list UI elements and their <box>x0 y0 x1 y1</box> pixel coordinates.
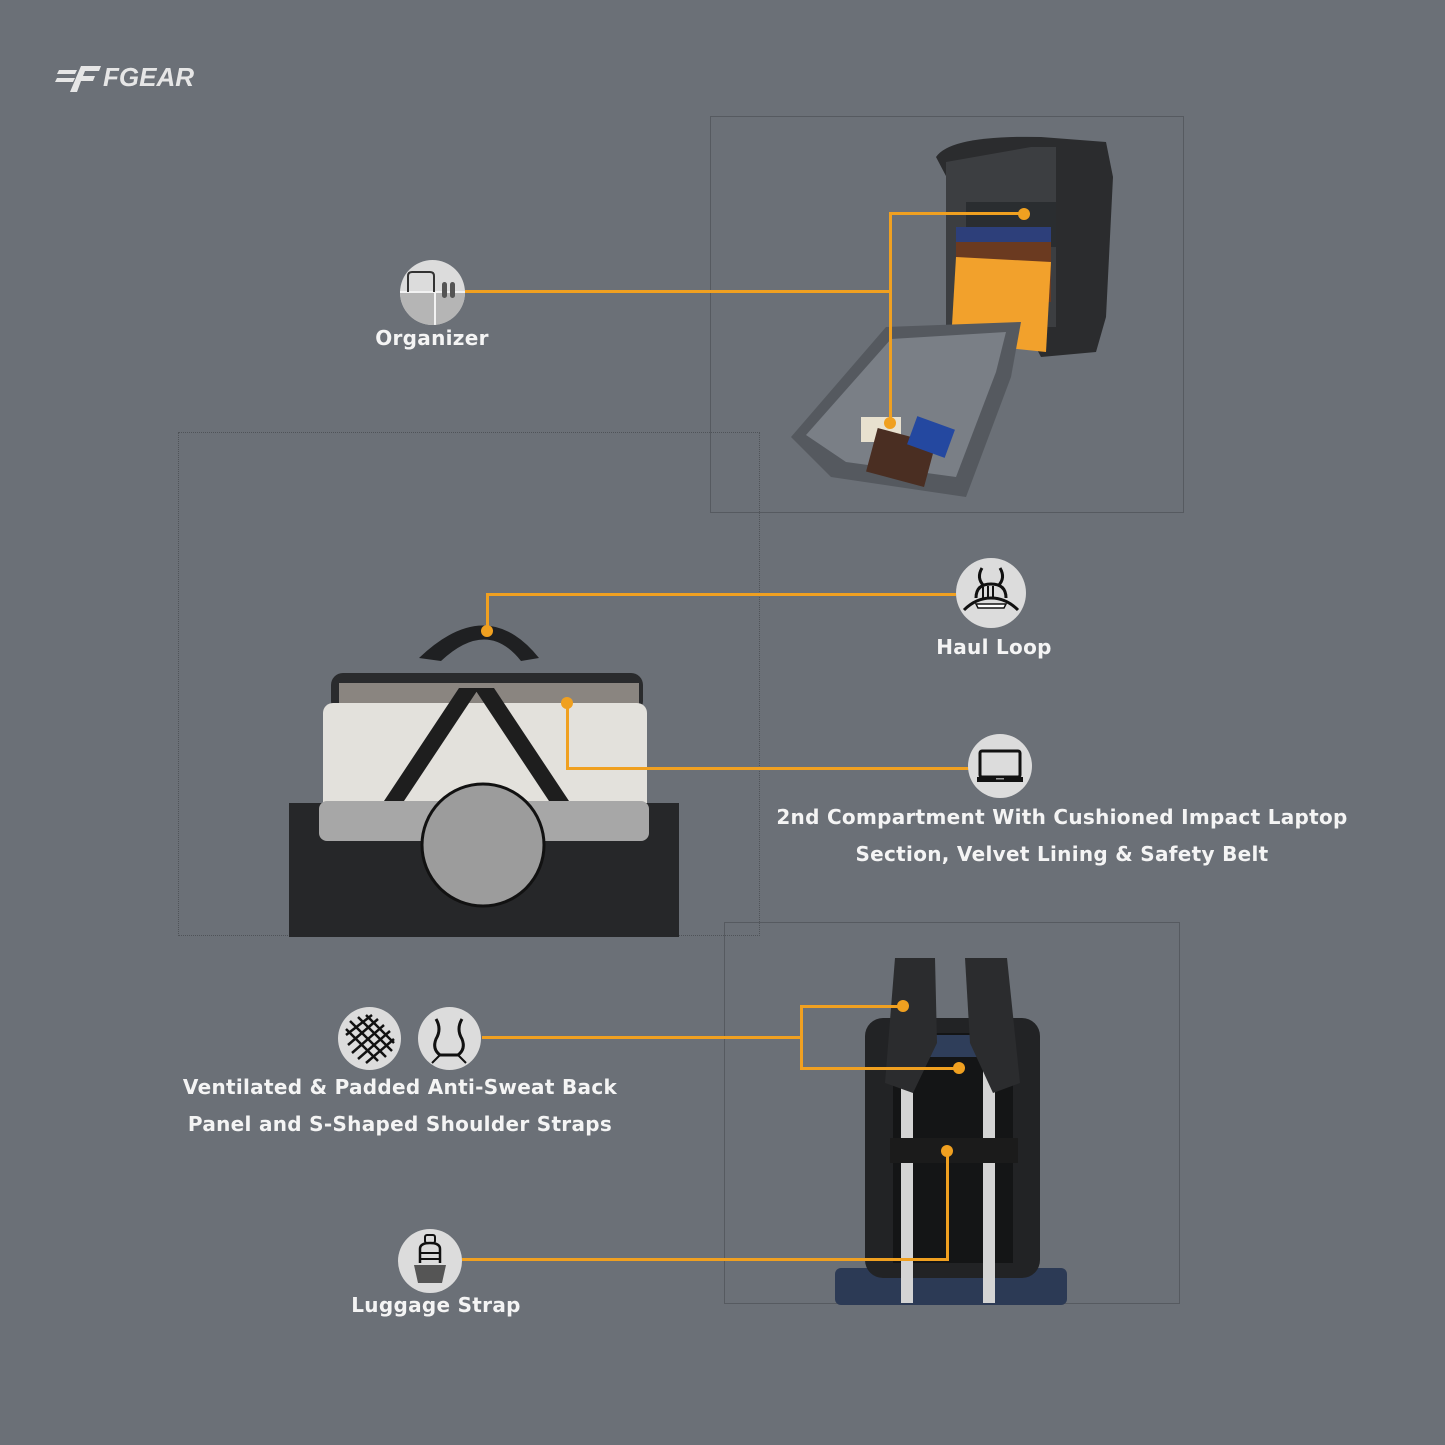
back-backpack-photo <box>724 922 1180 1305</box>
laptop-connector <box>566 767 971 770</box>
back-panel-connector-vertical <box>800 1005 803 1070</box>
open-backpack-photo <box>710 116 1184 513</box>
brand-logo: FGEAR <box>55 52 195 96</box>
organizer-icon <box>400 260 465 325</box>
luggage-strap-marker <box>941 1145 953 1157</box>
laptop-marker <box>561 697 573 709</box>
back-panel-label-line-2: Panel and S-Shaped Shoulder Straps <box>187 1112 613 1136</box>
back-panel-connector-bottom <box>800 1067 960 1070</box>
laptop-icon <box>968 734 1032 798</box>
haul-loop-connector-vertical <box>486 593 489 631</box>
haul-loop-icon <box>956 558 1026 628</box>
mesh-icon <box>338 1007 401 1070</box>
haul-loop-marker <box>481 625 493 637</box>
organizer-marker-bottom <box>884 417 896 429</box>
laptop-connector-vertical <box>566 703 569 769</box>
back-panel-marker <box>953 1062 965 1074</box>
organizer-marker-top <box>1018 208 1030 220</box>
luggage-strap-connector-vertical <box>946 1150 949 1261</box>
s-strap-icon <box>418 1007 481 1070</box>
luggage-strap-connector <box>462 1258 948 1261</box>
top-backpack-photo <box>178 432 760 937</box>
back-panel-label-line-1: Ventilated & Padded Anti-Sweat Back <box>182 1075 618 1099</box>
strap-marker <box>897 1000 909 1012</box>
haul-loop-connector <box>486 593 956 596</box>
organizer-connector <box>465 290 891 293</box>
organizer-connector-vertical <box>889 212 892 424</box>
laptop-label-line-2: Section, Velvet Lining & Safety Belt <box>855 842 1269 866</box>
laptop-label-line-1: 2nd Compartment With Cushioned Impact La… <box>776 805 1348 829</box>
organizer-connector-top <box>889 212 1023 215</box>
organizer-label: Organizer <box>375 326 489 350</box>
haul-loop-label: Haul Loop <box>936 635 1052 659</box>
back-panel-connector-top <box>800 1005 904 1008</box>
luggage-strap-icon <box>398 1229 462 1293</box>
svg-text:FGEAR: FGEAR <box>103 62 194 92</box>
luggage-strap-label: Luggage Strap <box>351 1293 521 1317</box>
back-panel-connector <box>482 1036 802 1039</box>
